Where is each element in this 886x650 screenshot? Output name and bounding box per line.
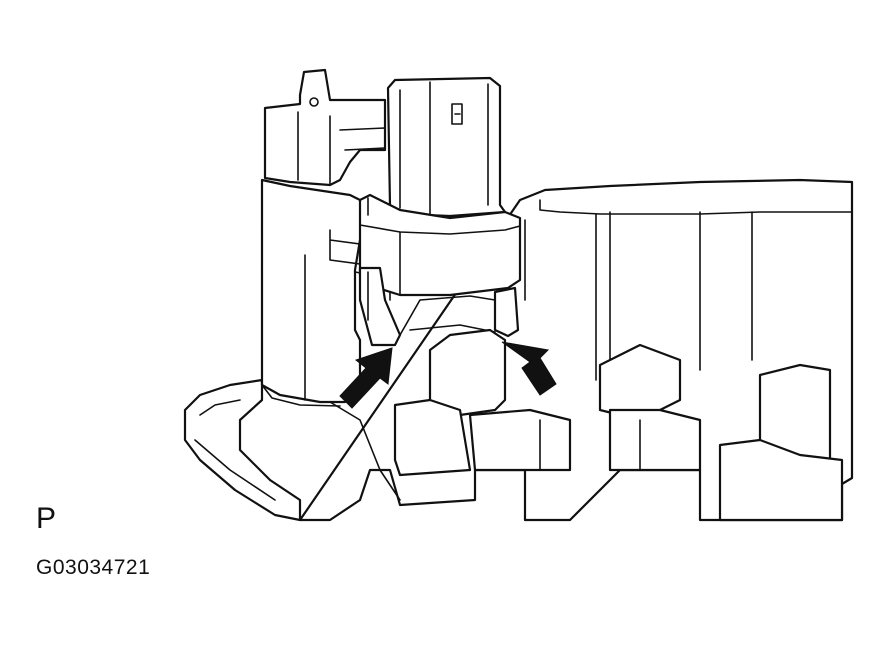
center-blocks: [329, 328, 844, 522]
lock-tabs: [358, 266, 520, 347]
view-label: P: [36, 502, 57, 535]
arrow-right-icon: [501, 341, 557, 396]
pump-top-ring: [263, 68, 387, 187]
clamp-ring: [358, 193, 522, 297]
lower-tray: [183, 378, 302, 522]
figure-id: G03034721: [36, 556, 151, 579]
arrow-left-icon: [339, 347, 393, 409]
connector-tower: [386, 76, 507, 218]
arrow-icon: [339, 341, 557, 409]
